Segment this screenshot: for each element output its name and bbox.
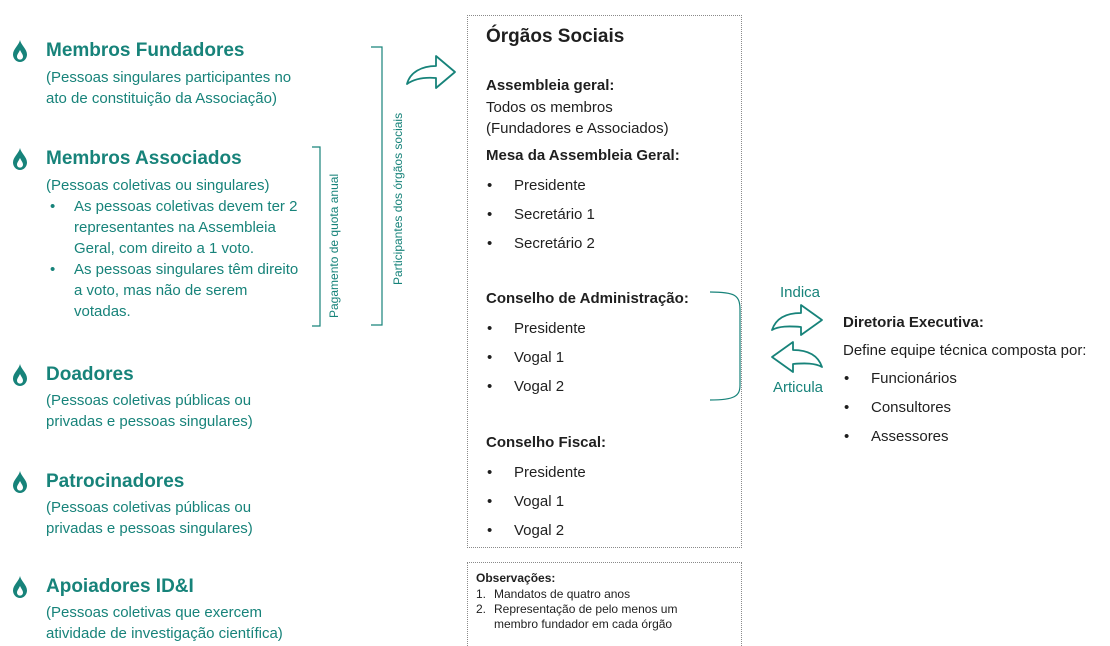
member-desc-apoiadores: (Pessoas coletivas que exercem atividade… bbox=[46, 604, 283, 642]
member-title-apoiadores: Apoiadores ID&I bbox=[46, 576, 194, 597]
member-title-doadores: Doadores bbox=[46, 364, 134, 385]
member-desc-doadores: (Pessoas coletivas públicas ou privadas … bbox=[46, 392, 253, 430]
member-title-associados: Membros Associados bbox=[46, 148, 242, 169]
flame-icon bbox=[13, 471, 27, 493]
list-item: Secretário 2 bbox=[486, 229, 595, 258]
flame-icon bbox=[13, 148, 27, 170]
conselho-fiscal-list: Presidente Vogal 1 Vogal 2 bbox=[486, 458, 586, 545]
mesa-title: Mesa da Assembleia Geral: bbox=[486, 147, 680, 164]
list-item: Vogal 1 bbox=[486, 487, 586, 516]
arrow-to-orgaos-icon bbox=[406, 55, 456, 89]
orgaos-title: Órgãos Sociais bbox=[486, 26, 625, 47]
assembleia-desc: Todos os membros (Fundadores e Associado… bbox=[486, 99, 669, 137]
conselho-fiscal-title: Conselho Fiscal: bbox=[486, 434, 607, 451]
observacoes-box bbox=[467, 562, 742, 646]
observacoes-title: Observações: bbox=[476, 571, 556, 585]
orgaos-sociais-box bbox=[467, 15, 742, 548]
list-item: Funcionários bbox=[843, 364, 957, 393]
member-bullets-associados: As pessoas coletivas devem ter 2 represe… bbox=[46, 196, 336, 322]
member-title-fundadores: Membros Fundadores bbox=[46, 40, 245, 61]
conselho-admin-title: Conselho de Administração: bbox=[486, 290, 689, 307]
list-item: 1. Mandatos de quatro anos bbox=[476, 587, 631, 601]
flame-icon bbox=[13, 40, 27, 62]
observacoes-list: 1. Mandatos de quatro anos 2. Representa… bbox=[476, 587, 677, 632]
member-title-patrocinadores: Patrocinadores bbox=[46, 471, 185, 492]
list-item: As pessoas singulares têm direito a voto… bbox=[46, 259, 336, 322]
articula-arrow-icon bbox=[771, 341, 823, 373]
quota-label: Pagamento de quota anual bbox=[327, 173, 341, 318]
diretoria-subtitle: Define equipe técnica composta por: bbox=[843, 342, 1087, 359]
diretoria-title: Diretoria Executiva: bbox=[843, 314, 984, 331]
articula-label: Articula bbox=[773, 379, 824, 396]
conselho-bracket bbox=[709, 291, 741, 401]
participants-label: Participantes dos órgãos sociais bbox=[391, 112, 405, 285]
list-item: Vogal 1 bbox=[486, 343, 586, 372]
list-item: Vogal 2 bbox=[486, 372, 586, 401]
list-item: Consultores bbox=[843, 393, 957, 422]
quota-bracket bbox=[312, 146, 321, 327]
list-item: Secretário 1 bbox=[486, 200, 595, 229]
indica-arrow-icon bbox=[771, 304, 823, 336]
list-item: 2. Representação de pelo menos um membro… bbox=[476, 602, 678, 631]
mesa-list: Presidente Secretário 1 Secretário 2 bbox=[486, 171, 595, 258]
flame-icon bbox=[13, 364, 27, 386]
member-desc-fundadores: (Pessoas singulares participantes no ato… bbox=[46, 69, 292, 107]
participants-bracket bbox=[371, 46, 383, 326]
member-desc-associados: (Pessoas coletivas ou singulares) bbox=[46, 177, 270, 194]
flame-icon bbox=[13, 576, 27, 598]
diretoria-list: Funcionários Consultores Assessores bbox=[843, 364, 957, 451]
indica-label: Indica bbox=[780, 284, 821, 301]
list-item: Presidente bbox=[486, 314, 586, 343]
conselho-admin-list: Presidente Vogal 1 Vogal 2 bbox=[486, 314, 586, 401]
list-item: Vogal 2 bbox=[486, 516, 586, 545]
list-item: As pessoas coletivas devem ter 2 represe… bbox=[46, 196, 336, 259]
list-item: Assessores bbox=[843, 422, 957, 451]
assembleia-title: Assembleia geral: bbox=[486, 77, 615, 94]
member-desc-patrocinadores: (Pessoas coletivas públicas ou privadas … bbox=[46, 499, 253, 537]
list-item: Presidente bbox=[486, 171, 595, 200]
list-item: Presidente bbox=[486, 458, 586, 487]
